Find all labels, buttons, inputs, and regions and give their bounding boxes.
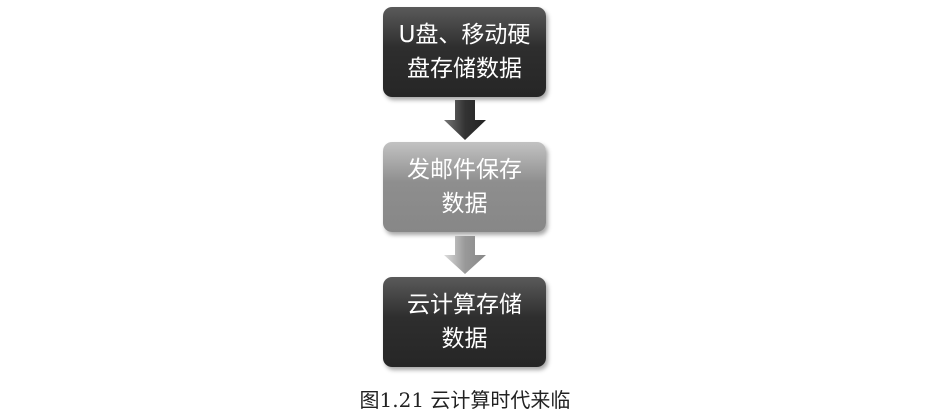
step-text: 发邮件保存 — [407, 157, 522, 183]
step-cloud-storage: 云计算存储 数据 — [383, 277, 546, 367]
step-text: 盘存储数据 — [407, 56, 522, 82]
figure-caption: 图1.21 云计算时代来临 — [359, 388, 571, 412]
step-text: 数据 — [441, 326, 488, 352]
step-text: U盘、移动硬 — [398, 22, 531, 48]
step-text: 云计算存储 — [407, 292, 522, 318]
step-usb-storage: U盘、移动硬 盘存储数据 — [383, 7, 546, 97]
step-text: 数据 — [441, 191, 488, 217]
down-arrow-icon — [444, 100, 486, 140]
down-arrow-icon — [444, 236, 486, 274]
step-email-storage: 发邮件保存 数据 — [383, 142, 546, 232]
